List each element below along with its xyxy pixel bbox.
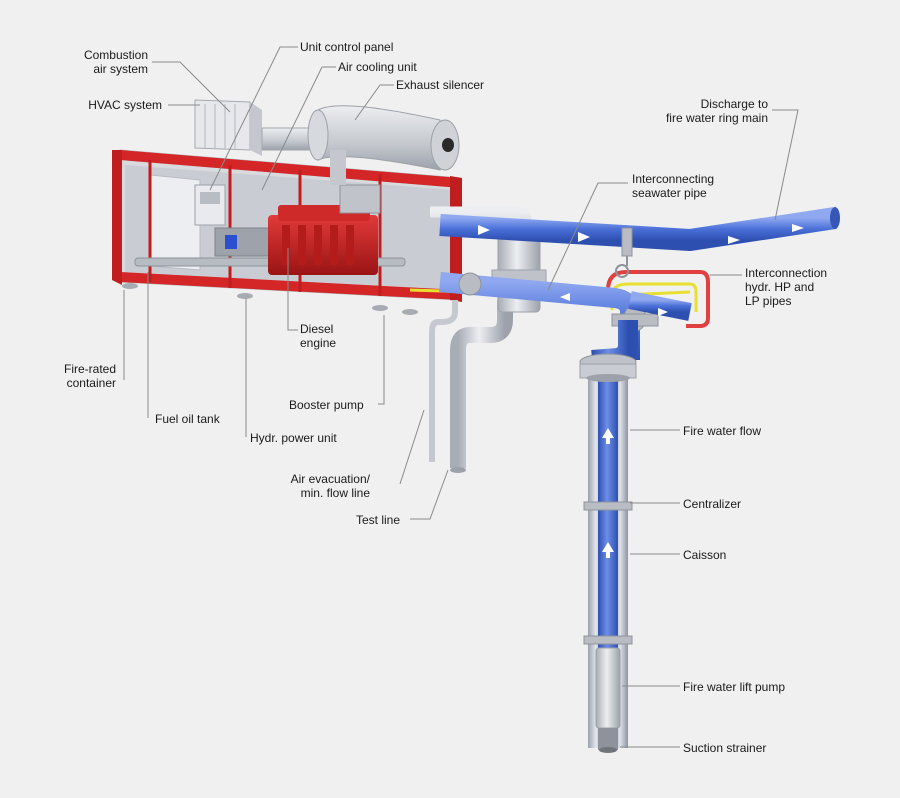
label-suction-strainer: Suction strainer bbox=[683, 741, 767, 755]
hydr-power-unit bbox=[214, 227, 271, 257]
flow-arrows bbox=[602, 428, 614, 558]
test-line bbox=[450, 300, 513, 473]
caisson bbox=[579, 320, 638, 748]
unit-control-panel bbox=[194, 184, 226, 226]
label-booster-pump: Booster pump bbox=[289, 398, 364, 412]
air-evacuation-line bbox=[429, 300, 458, 462]
label-caisson: Caisson bbox=[683, 548, 727, 562]
label-hydr-power-unit: Hydr. power unit bbox=[250, 431, 337, 445]
fire-water-lift-pump bbox=[595, 647, 621, 729]
exhaust-silencer bbox=[307, 105, 460, 185]
label-exhaust-silencer: Exhaust silencer bbox=[396, 78, 485, 92]
leader-lines bbox=[123, 46, 799, 748]
label-unit-control-panel: Unit control panel bbox=[300, 40, 394, 54]
diesel-engine bbox=[268, 184, 381, 275]
suction-strainer bbox=[598, 728, 618, 753]
label-air-cooling-unit: Air cooling unit bbox=[338, 60, 417, 74]
label-fire-water-flow: Fire water flow bbox=[683, 424, 762, 438]
label-test-line: Test line bbox=[356, 513, 401, 527]
air-cooling-unit bbox=[194, 99, 313, 156]
label-centralizer: Centralizer bbox=[683, 497, 742, 511]
discharge-pipe bbox=[439, 207, 840, 278]
centralizer bbox=[583, 501, 633, 645]
label-fuel-oil-tank: Fuel oil tank bbox=[155, 412, 220, 426]
interconnecting-seawater-pipe bbox=[439, 272, 692, 360]
label-fire-water-lift-pump: Fire water lift pump bbox=[683, 680, 786, 694]
label-air-evacuation: Air evacuation/min. flow line bbox=[290, 472, 370, 500]
label-hvac-system: HVAC system bbox=[88, 98, 162, 112]
